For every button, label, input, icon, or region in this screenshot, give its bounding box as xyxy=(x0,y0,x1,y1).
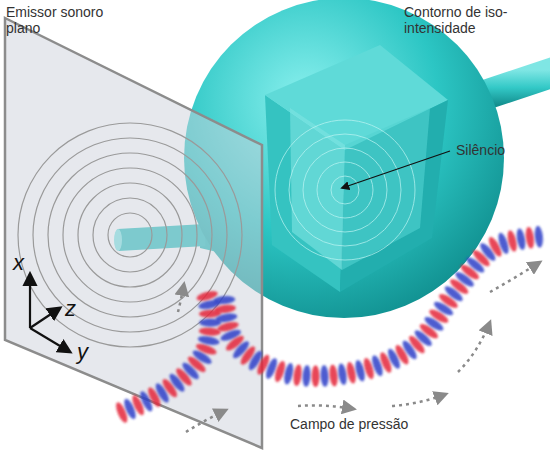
wavefronts xyxy=(18,123,242,347)
pressure-stripe xyxy=(328,364,338,387)
pressure-stripe xyxy=(524,226,535,249)
pressure-stripe xyxy=(283,362,295,385)
pressure-stripe xyxy=(534,225,544,248)
pressure-stripe xyxy=(312,365,320,387)
pressure-stripe xyxy=(506,229,519,252)
field-label: Campo de pressão xyxy=(290,416,440,432)
ripple-pattern xyxy=(275,120,415,260)
silence-label: Silêncio xyxy=(456,142,540,158)
axis-label: y xyxy=(77,339,88,364)
axes xyxy=(30,274,70,352)
contour-label: Contorno de iso-intensidade xyxy=(404,4,540,36)
pressure-stripe xyxy=(320,365,329,387)
pressure-stripe xyxy=(292,364,303,387)
inner-surface xyxy=(342,108,430,270)
pressure-stripe xyxy=(215,312,238,324)
axis-label: z xyxy=(65,296,76,321)
pressure-stripe xyxy=(214,304,237,314)
pressure-stripe xyxy=(302,365,311,387)
flow-arrows xyxy=(178,262,540,432)
axis-label: x xyxy=(13,250,24,275)
field-guide xyxy=(224,236,548,376)
pressure-stripe xyxy=(515,228,527,251)
planar-emitter xyxy=(5,18,262,448)
pressure-stripe xyxy=(337,363,348,386)
cutaway xyxy=(265,45,448,292)
pressure-stripe xyxy=(213,295,236,305)
emitter-label: Emissor sonoro plano xyxy=(6,4,118,36)
leader-line xyxy=(342,151,450,188)
cut-face xyxy=(340,100,448,292)
pressure-stripe xyxy=(197,335,220,347)
pressure-field xyxy=(114,225,548,424)
